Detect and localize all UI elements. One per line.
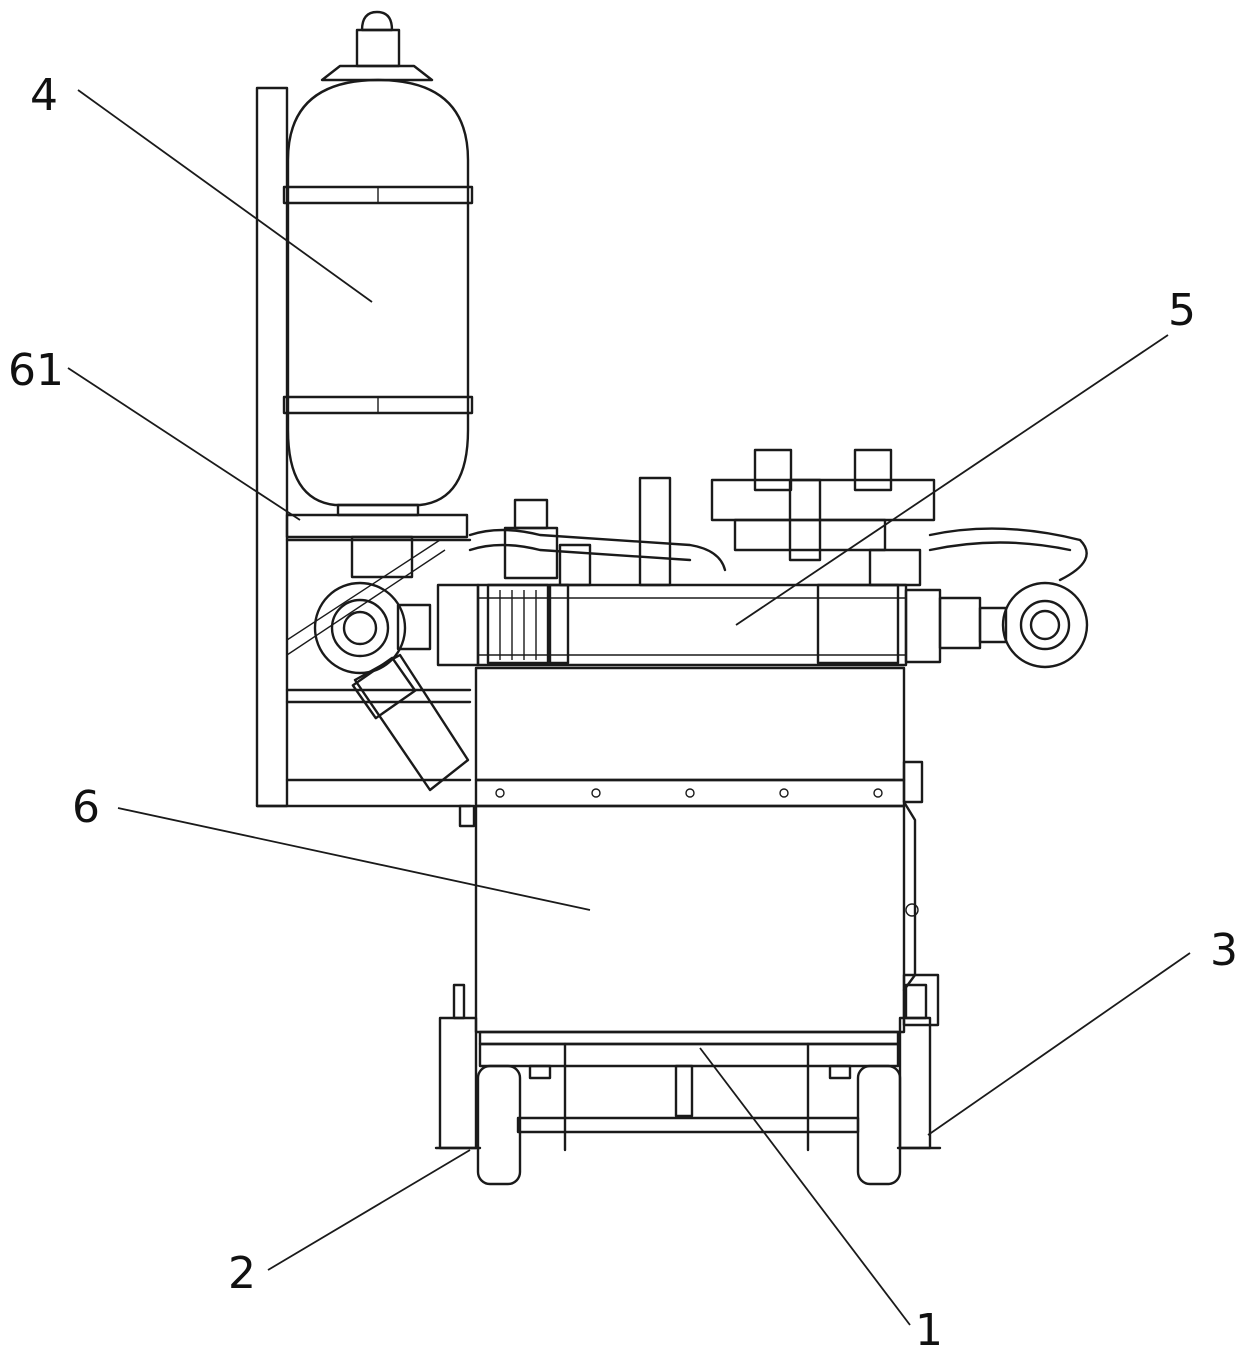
label-61: 61 [8, 345, 64, 396]
bracket-plate [285, 513, 469, 579]
leader-lines [67, 89, 1191, 1326]
left-filter-assembly [313, 581, 480, 828]
valve-block [468, 448, 1089, 669]
label-4: 4 [30, 70, 58, 121]
tank [474, 666, 940, 1034]
wheels [434, 983, 902, 1186]
brake [896, 983, 942, 1150]
part-labels: 4 5 61 6 3 2 1 [8, 70, 1238, 1356]
label-6: 6 [72, 782, 100, 833]
accumulator [282, 10, 474, 517]
label-2: 2 [228, 1248, 256, 1299]
mounting-frame [255, 86, 472, 808]
label-5: 5 [1168, 285, 1196, 336]
wheel-frame [478, 1030, 900, 1152]
label-1: 1 [915, 1305, 943, 1356]
label-3: 3 [1210, 925, 1238, 976]
